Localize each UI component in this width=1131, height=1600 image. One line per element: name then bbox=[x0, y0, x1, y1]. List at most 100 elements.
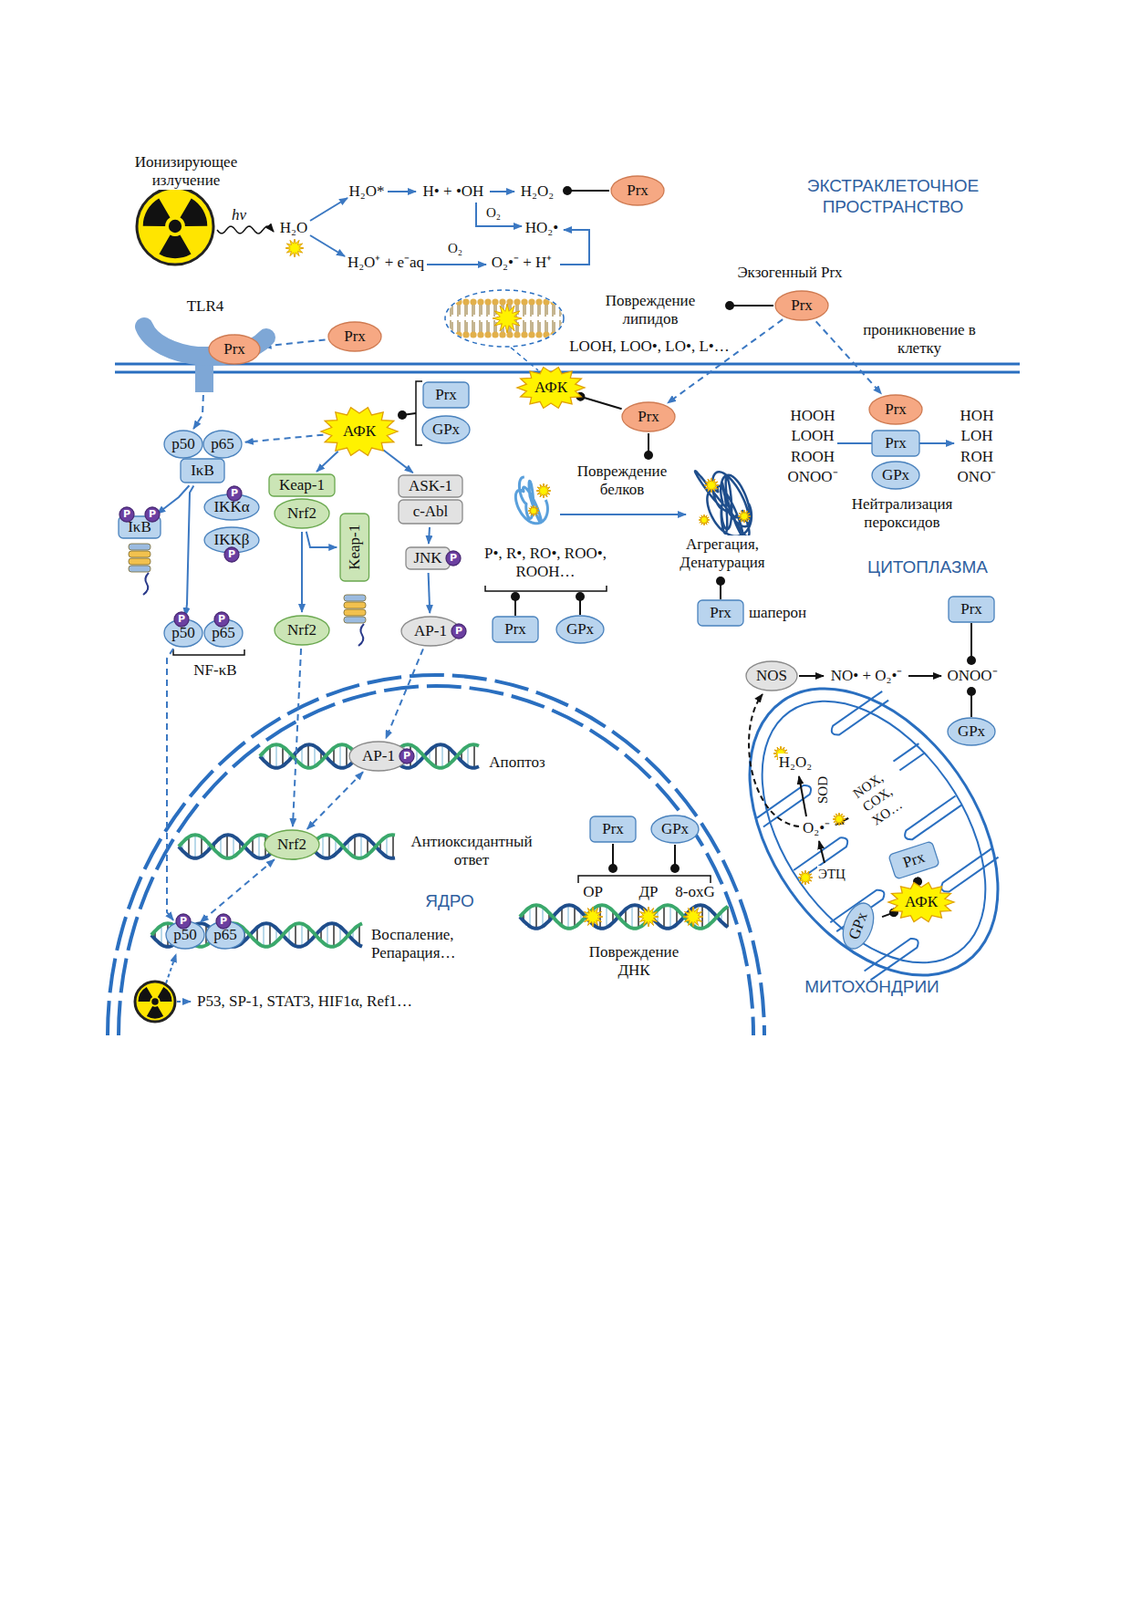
damage-burst bbox=[528, 505, 540, 517]
dna-base-pair bbox=[466, 746, 468, 768]
node-label: Nrf2 bbox=[287, 621, 317, 640]
protein-ellipse: Prx bbox=[621, 401, 676, 433]
phospho-badge: P bbox=[215, 913, 232, 930]
radiation-blade bbox=[179, 198, 208, 227]
protein-box: IκB bbox=[179, 457, 226, 484]
region-title: ЯДРО bbox=[424, 891, 476, 913]
nuclear-envelope bbox=[107, 674, 765, 1036]
annotation: P•, R•, RO•, ROO•, ROOH… bbox=[471, 544, 620, 582]
annotation: O₂ bbox=[485, 204, 502, 221]
protein-fold bbox=[515, 477, 548, 524]
node-label: P bbox=[123, 508, 131, 521]
node-label: AP-1 bbox=[414, 622, 447, 641]
protein-ellipse: Prx bbox=[774, 290, 830, 322]
arrow-line bbox=[560, 229, 590, 265]
node-label: Prx bbox=[709, 603, 732, 623]
inhibition-line bbox=[881, 912, 894, 917]
annotation: ROOH bbox=[789, 447, 836, 467]
node-label: АФК bbox=[342, 422, 376, 441]
shape-outline bbox=[622, 402, 675, 432]
node-label: IKKα bbox=[213, 498, 250, 517]
damage-burst bbox=[704, 477, 719, 493]
lipid-tail bbox=[472, 303, 475, 333]
node-label: ASK-1 bbox=[408, 477, 453, 496]
lipid-head bbox=[564, 298, 571, 305]
protein-box: ASK-1 bbox=[397, 474, 464, 499]
protein-ellipse: Prx bbox=[327, 321, 383, 353]
arrow-line bbox=[908, 674, 942, 677]
shape-outline bbox=[227, 486, 242, 501]
annotation: LOH bbox=[960, 426, 995, 446]
shape-outline bbox=[590, 816, 636, 842]
dna-base-pair bbox=[435, 745, 436, 768]
node-label: Prx bbox=[637, 407, 660, 426]
cell-membrane bbox=[114, 363, 1020, 366]
arrow-line bbox=[310, 235, 345, 257]
phospho-badge: P bbox=[175, 913, 192, 930]
lipid-tail bbox=[530, 303, 533, 333]
annotation: Апоптоз bbox=[487, 753, 546, 772]
node-label: AP-1 bbox=[362, 747, 395, 766]
protein-ellipse: GPx bbox=[946, 716, 997, 747]
lipid-head bbox=[477, 298, 484, 305]
annotation: ОР bbox=[581, 882, 604, 902]
protein-box: Prx bbox=[947, 595, 996, 623]
ros-burst: АФК bbox=[887, 881, 955, 924]
inhibition-line bbox=[970, 622, 973, 661]
dna-base-pair bbox=[441, 744, 443, 768]
proteasome-ring bbox=[128, 565, 151, 572]
bracket bbox=[173, 649, 245, 655]
dna-strand bbox=[519, 904, 728, 929]
inhibition-end bbox=[715, 576, 726, 586]
dna-base-pair bbox=[232, 836, 234, 858]
phospho-badge: P bbox=[118, 506, 135, 523]
lipid-head bbox=[498, 298, 506, 305]
dna-base-pair bbox=[300, 923, 302, 946]
protein-ellipse: p65 bbox=[202, 429, 243, 459]
node-label: p65 bbox=[210, 435, 235, 454]
radiation-blade bbox=[157, 986, 173, 1002]
shape-outline bbox=[203, 430, 242, 458]
annotation: LOOH bbox=[789, 426, 835, 446]
shape-outline bbox=[837, 898, 880, 953]
radiation-blade bbox=[146, 1006, 164, 1019]
node-label: c-Abl bbox=[413, 502, 449, 521]
damage-burst bbox=[638, 906, 659, 927]
dna-base-pair bbox=[281, 746, 283, 766]
inhibition-end bbox=[575, 591, 585, 602]
shape-outline bbox=[328, 321, 382, 352]
shape-outline bbox=[321, 407, 398, 457]
shape-outline bbox=[214, 612, 229, 627]
pathway-arrow bbox=[200, 859, 275, 923]
dna-base-pair bbox=[663, 905, 665, 928]
shape-outline bbox=[208, 334, 260, 364]
node-label: IκB bbox=[190, 461, 215, 480]
dna-base-pair bbox=[275, 744, 277, 768]
dna-base-pair bbox=[631, 904, 633, 928]
damage-burst bbox=[683, 906, 704, 927]
node-label: GPx bbox=[881, 466, 910, 485]
annotation: Ионизирующее излучение bbox=[121, 153, 251, 191]
shape-outline bbox=[948, 596, 995, 623]
dna-base-pair bbox=[573, 906, 575, 928]
arrow-line bbox=[798, 674, 824, 677]
lipid-head bbox=[462, 298, 469, 305]
annotation: hν bbox=[230, 206, 248, 225]
shape-outline bbox=[119, 507, 135, 522]
annotation: O₂ bbox=[446, 239, 464, 257]
node-label: GPx bbox=[432, 420, 460, 439]
protein-ellipse: p65P bbox=[203, 618, 244, 648]
dna-base-pair bbox=[605, 905, 607, 928]
protein-ellipse: Nrf2 bbox=[263, 829, 321, 861]
inhibition-end bbox=[608, 863, 618, 873]
shape-outline bbox=[398, 499, 463, 524]
dna-base-pair bbox=[332, 923, 334, 947]
phospho-badge: P bbox=[213, 611, 230, 628]
shape-outline bbox=[446, 550, 461, 566]
protein-ellipse: p50P bbox=[163, 618, 204, 648]
pathway-arrow bbox=[428, 572, 431, 613]
phospho-badge: P bbox=[398, 747, 416, 765]
phospho-badge: P bbox=[226, 485, 243, 502]
lipid-head bbox=[469, 331, 477, 338]
inhibition-end bbox=[397, 410, 407, 420]
